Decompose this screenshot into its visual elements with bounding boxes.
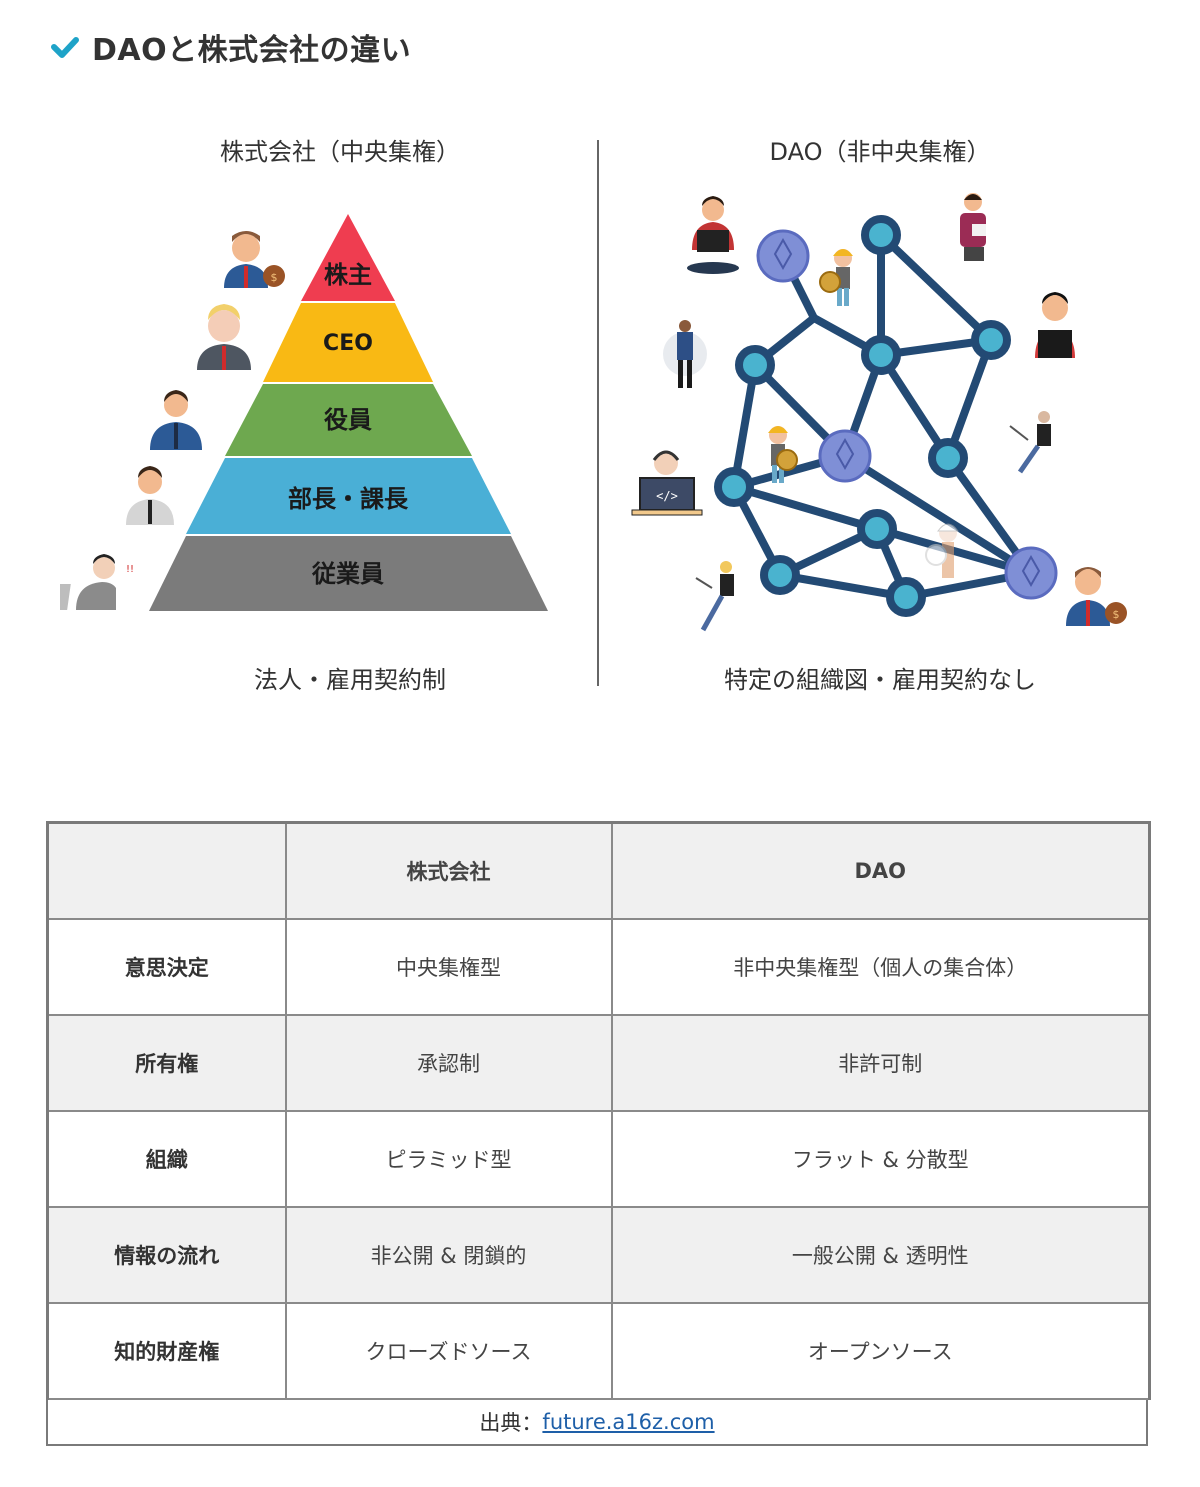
network-node xyxy=(886,577,926,617)
comparison-table-container: 株式会社 DAO 意思決定 中央集権型 非中央集権型（個人の集合体） 所有権 承… xyxy=(46,821,1151,1446)
pyramid-level-ceo xyxy=(263,303,433,382)
row-label: 意思決定 xyxy=(46,917,287,1016)
row-label: 情報の流れ xyxy=(46,1205,287,1304)
dao-cell: 非許可制 xyxy=(610,1013,1151,1112)
section-title: DAOと株式会社の違い xyxy=(92,33,412,68)
shareholder-person-icon: $ xyxy=(1066,567,1127,626)
network-node xyxy=(857,509,897,549)
network-node xyxy=(928,438,968,478)
svg-text:株主: 株主 xyxy=(324,261,372,289)
centralized-title: 株式会社（中央集権） xyxy=(220,138,460,166)
svg-text:</>: </> xyxy=(656,489,678,503)
header-cell-dao: DAO xyxy=(610,821,1151,920)
company-cell: 非公開 & 閉鎖的 xyxy=(284,1205,613,1304)
network-node xyxy=(714,467,754,507)
source-prefix: 出典： xyxy=(479,1410,543,1435)
presenter-person-icon xyxy=(960,193,986,261)
pyramid-level-employee xyxy=(149,536,548,611)
hierarchy-pyramid: 株主 CEO 役員 部長・課長 従業員 xyxy=(149,214,548,611)
svg-text:!!: !! xyxy=(126,564,134,575)
network-node xyxy=(735,345,775,385)
dao-cell: オープンソース xyxy=(610,1301,1151,1400)
token-coin-icon xyxy=(818,429,872,483)
section-heading: DAOと株式会社の違い xyxy=(50,24,411,70)
table-row: 意思決定 中央集権型 非中央集権型（個人の集合体） xyxy=(46,917,1151,1016)
table-row: 情報の流れ 非公開 & 閉鎖的 一般公開 & 透明性 xyxy=(46,1205,1151,1304)
company-cell: 承認制 xyxy=(284,1013,613,1112)
token-coin-icon xyxy=(1004,546,1058,600)
shareholder-person-icon: $ xyxy=(224,231,285,288)
comparison-table: 株式会社 DAO 意思決定 中央集権型 非中央集権型（個人の集合体） 所有権 承… xyxy=(46,821,1151,1400)
dao-nodes xyxy=(714,215,1011,617)
laptop-person-icon xyxy=(687,196,739,274)
network-node xyxy=(861,335,901,375)
company-cell: クローズドソース xyxy=(284,1301,613,1400)
network-node xyxy=(971,320,1011,360)
pyramid-level-executive xyxy=(225,384,472,456)
developer-coder-icon: </> xyxy=(631,450,703,516)
decentralized-caption: 特定の組織図・雇用契約なし xyxy=(724,666,1036,694)
dao-token-coins xyxy=(756,229,1058,600)
stressed-employee-icon: !! xyxy=(60,554,134,610)
svg-text:部長・課長: 部長・課長 xyxy=(288,485,409,513)
dao-cell: フラット & 分散型 xyxy=(610,1109,1151,1208)
company-cell: 中央集権型 xyxy=(284,917,613,1016)
mining-worker-icon xyxy=(768,426,798,483)
laptop-user-icon xyxy=(1035,292,1075,358)
row-label: 組織 xyxy=(46,1109,287,1208)
centralized-caption: 法人・雇用契約制 xyxy=(254,666,446,694)
svg-text:役員: 役員 xyxy=(324,406,372,434)
checkmark-icon xyxy=(51,37,79,58)
row-label: 知的財産権 xyxy=(46,1301,287,1400)
mining-worker-icon xyxy=(925,523,959,578)
pyramid-level-manager xyxy=(186,458,511,534)
svg-text:$: $ xyxy=(271,271,278,284)
dao-cell: 非中央集権型（個人の集合体） xyxy=(610,917,1151,1016)
table-row: 所有権 承認制 非許可制 xyxy=(46,1013,1151,1112)
pyramid-level-shareholder xyxy=(301,214,395,301)
manager-person-icon xyxy=(126,466,174,525)
table-row: 組織 ピラミッド型 フラット & 分散型 xyxy=(46,1109,1151,1208)
table-header-row: 株式会社 DAO xyxy=(46,821,1151,920)
network-node xyxy=(760,555,800,595)
svg-text:$: $ xyxy=(1113,608,1120,621)
svg-text:CEO: CEO xyxy=(323,331,373,356)
executive-person-icon xyxy=(150,390,202,450)
table-row: 知的財産権 クローズドソース オープンソース xyxy=(46,1301,1151,1400)
network-node xyxy=(861,215,901,255)
table-source-caption: 出典： future.a16z.com xyxy=(46,1399,1148,1446)
source-link[interactable]: future.a16z.com xyxy=(542,1409,715,1434)
dao-cell: 一般公開 & 透明性 xyxy=(610,1205,1151,1304)
comparison-illustration: 株主 CEO 役員 部長・課長 従業員 $ xyxy=(60,140,1127,686)
header-cell-company: 株式会社 xyxy=(284,821,613,920)
header-cell-empty xyxy=(46,821,287,920)
token-coin-icon xyxy=(756,229,810,283)
decentralized-title: DAO（非中央集権） xyxy=(769,138,991,166)
sitting-laptop-person-icon xyxy=(1009,411,1051,474)
mining-worker-icon xyxy=(819,249,853,306)
row-label: 所有権 xyxy=(46,1013,287,1112)
company-cell: ピラミッド型 xyxy=(284,1109,613,1208)
sitting-laptop-person-icon xyxy=(695,561,734,632)
businessman-standing-icon xyxy=(663,320,707,388)
svg-text:従業員: 従業員 xyxy=(311,560,384,588)
ceo-person-icon xyxy=(197,304,251,370)
comparison-figure: 株主 CEO 役員 部長・課長 従業員 $ xyxy=(60,120,1150,710)
